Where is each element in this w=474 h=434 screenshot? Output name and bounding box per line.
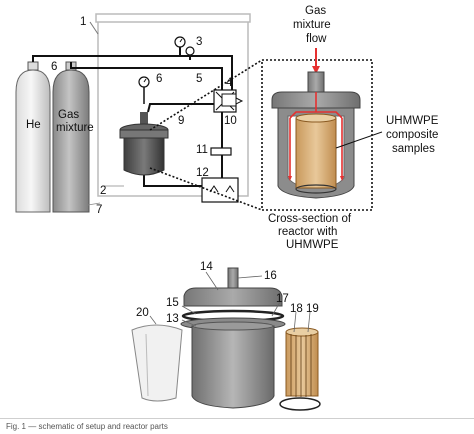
he-label: He [26, 119, 41, 131]
label-16: 16 [264, 270, 277, 282]
label-6-right: 6 [156, 73, 162, 85]
leader-lines [87, 185, 124, 206]
regulator-10 [221, 93, 237, 107]
flow-label-line2: mixture [293, 19, 331, 31]
samples-label-line3: samples [392, 143, 435, 155]
label-11: 11 [196, 144, 208, 156]
glovebox-frame [89, 13, 251, 197]
pressure-gauge-6 [138, 76, 150, 104]
label-20: 20 [136, 307, 149, 319]
cross-section-reactor [271, 71, 383, 199]
label-2: 2 [100, 185, 106, 197]
label-13: 13 [166, 313, 179, 325]
label-9: 9 [178, 115, 184, 127]
exploded-sleeve-20 [131, 324, 183, 402]
label-12: 12 [196, 167, 209, 179]
label-5: 5 [196, 73, 202, 85]
bottom-leader-lines [149, 271, 311, 333]
cross-label-line1: Cross-section of [268, 213, 352, 225]
gas-mixture-label-line2: mixture [56, 122, 94, 134]
label-1: 1 [80, 16, 86, 28]
flow-label-line3: flow [306, 33, 327, 45]
label-19: 19 [306, 303, 319, 315]
valve-manifold-12 [201, 177, 239, 203]
exploded-vessel [180, 317, 286, 409]
flow-arrow [312, 48, 320, 74]
diagram-svg: He Gas mixture [15, 5, 439, 411]
samples-label-line1: UHMWPE [386, 115, 439, 127]
label-7: 7 [96, 204, 102, 216]
label-15: 15 [166, 297, 179, 309]
gas-mixture-cylinder [52, 61, 90, 213]
exploded-sample-holder [279, 327, 321, 411]
reactor-9 [119, 112, 169, 176]
label-14: 14 [200, 261, 213, 273]
label-17: 17 [276, 293, 289, 305]
flow-label-line1: Gas [305, 5, 326, 17]
label-18: 18 [290, 303, 303, 315]
gas-mixture-label-line1: Gas [58, 109, 79, 121]
figure-caption: Fig. 1 — schematic of setup and reactor … [0, 418, 474, 434]
flow-meter-11 [210, 147, 232, 156]
exploded-lid [183, 267, 283, 307]
cross-label-line3: UHMWPE [286, 239, 339, 251]
helium-cylinder [15, 61, 51, 213]
samples-label-line2: composite [386, 129, 438, 141]
label-6-left: 6 [51, 61, 57, 73]
cross-label-line2: reactor with [278, 226, 337, 238]
label-3: 3 [196, 36, 202, 48]
pressure-gauge-3 [174, 36, 195, 56]
label-10: 10 [224, 115, 237, 127]
label-4: 4 [226, 77, 233, 89]
